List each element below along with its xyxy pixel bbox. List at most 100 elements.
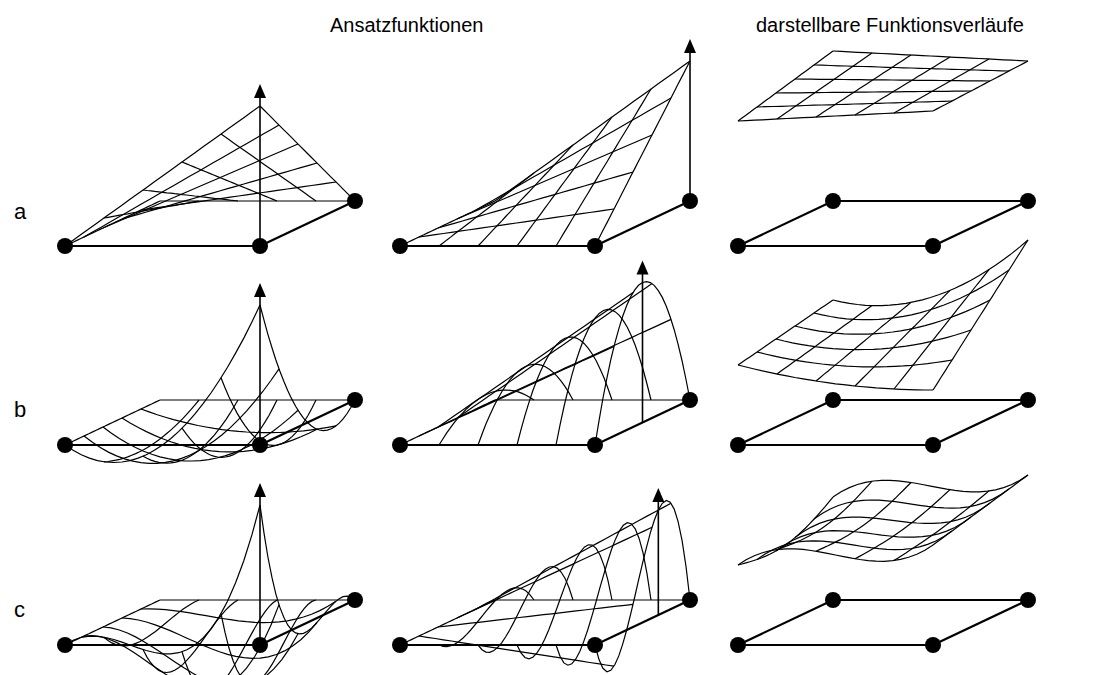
- surface-mesh-line: [556, 89, 651, 246]
- surface-mesh-line: [419, 209, 614, 237]
- node-dot: [57, 637, 73, 653]
- surface-mesh-line: [855, 57, 950, 115]
- axis-line: [689, 51, 691, 201]
- surface-mesh-line: [495, 599, 690, 600]
- surface-mesh-line: [182, 162, 277, 201]
- element-edge: [400, 644, 595, 646]
- axis-arrowhead: [652, 488, 664, 502]
- element-edge: [933, 400, 1028, 445]
- node-dot: [1020, 392, 1036, 408]
- surface-mesh-line: [816, 302, 911, 381]
- node-dot: [587, 238, 603, 254]
- node-dot: [347, 392, 363, 408]
- surface-mesh-line: [738, 111, 933, 121]
- element-edge: [400, 245, 595, 247]
- axis-line: [658, 500, 660, 615]
- surface-mesh-line: [776, 517, 971, 551]
- axis-line: [259, 495, 261, 645]
- surface-mesh-line: [478, 145, 573, 246]
- node-dot: [730, 637, 746, 653]
- surface-mesh-line: [438, 172, 633, 228]
- node-dot: [347, 592, 363, 608]
- axis-arrowhead: [254, 84, 266, 98]
- column-heading: Ansatzfunktionen: [330, 14, 483, 36]
- axis-line: [259, 96, 261, 246]
- axis-arrowhead: [684, 39, 696, 53]
- node-dot: [925, 238, 941, 254]
- axis-line: [259, 295, 261, 445]
- node-dot: [57, 238, 73, 254]
- node-dot: [730, 437, 746, 453]
- surface-mesh-line: [816, 55, 911, 117]
- surface-mesh-line: [143, 600, 238, 673]
- node-dot: [825, 592, 841, 608]
- surface-mesh-line: [103, 410, 298, 461]
- surface-mesh-line: [476, 503, 671, 609]
- surface-mesh-line: [556, 309, 651, 445]
- surface-mesh-line: [400, 444, 595, 445]
- surface-mesh-line: [738, 300, 833, 365]
- node-dot: [1020, 193, 1036, 209]
- surface-mesh-line: [400, 644, 595, 645]
- node-dot: [252, 437, 268, 453]
- element-edge: [65, 644, 260, 646]
- surface-mesh-line: [260, 505, 355, 634]
- surface-mesh-line: [933, 240, 1028, 390]
- surface-mesh-line: [833, 475, 1028, 497]
- surface-mesh-line: [103, 627, 298, 675]
- surface-mesh-line: [757, 352, 952, 367]
- element-edge: [933, 201, 1028, 246]
- surface-mesh-line: [141, 182, 336, 210]
- axis-arrowhead: [637, 261, 649, 275]
- axis-arrowhead: [254, 483, 266, 497]
- surface-mesh-line: [595, 501, 690, 672]
- element-edge: [833, 599, 1028, 601]
- surface-mesh-line: [160, 599, 355, 600]
- node-dot: [925, 637, 941, 653]
- surface-mesh-line: [419, 636, 614, 666]
- row-letter: c: [14, 598, 25, 622]
- surface-mesh-line: [595, 61, 690, 246]
- node-dot: [392, 637, 408, 653]
- surface-mesh-line: [65, 106, 260, 246]
- node-dot: [252, 238, 268, 254]
- surface-mesh-line: [777, 481, 872, 549]
- surface-mesh-line: [776, 91, 971, 93]
- surface-mesh-line: [65, 400, 160, 445]
- surface-mesh-line: [556, 523, 651, 666]
- surface-mesh-line: [438, 293, 633, 427]
- surface-mesh-line: [933, 475, 1028, 545]
- element-edge: [260, 201, 355, 246]
- element-edge: [933, 600, 1028, 645]
- surface-mesh-line: [855, 290, 950, 386]
- element-edge: [595, 201, 690, 246]
- surface-mesh-line: [457, 135, 652, 219]
- surface-mesh-line: [795, 79, 990, 81]
- surface-mesh-line: [933, 61, 1028, 111]
- surface-mesh-line: [814, 65, 1009, 71]
- element-edge: [400, 444, 595, 446]
- node-dot: [925, 437, 941, 453]
- surface-mesh-line: [833, 240, 1028, 306]
- node-dot: [682, 592, 698, 608]
- surface-mesh-line: [457, 284, 652, 418]
- surface-mesh-line: [894, 491, 989, 561]
- node-dot: [1020, 592, 1036, 608]
- surface-mesh-line: [517, 545, 612, 659]
- element-edge: [738, 201, 833, 246]
- surface-mesh-line: [400, 245, 595, 246]
- node-dot: [347, 193, 363, 209]
- surface-mesh-line: [221, 378, 316, 446]
- element-edge: [738, 245, 933, 247]
- node-dot: [57, 437, 73, 453]
- surface-mesh-line: [141, 601, 336, 622]
- surface-mesh-line: [84, 369, 279, 464]
- surface-mesh-line: [814, 489, 1009, 519]
- column-heading: darstellbare Funktionsverläufe: [756, 14, 1024, 36]
- node-dot: [587, 437, 603, 453]
- element-edge: [833, 399, 1028, 401]
- element-edge: [738, 444, 933, 446]
- element-edge: [738, 644, 933, 646]
- node-dot: [252, 637, 268, 653]
